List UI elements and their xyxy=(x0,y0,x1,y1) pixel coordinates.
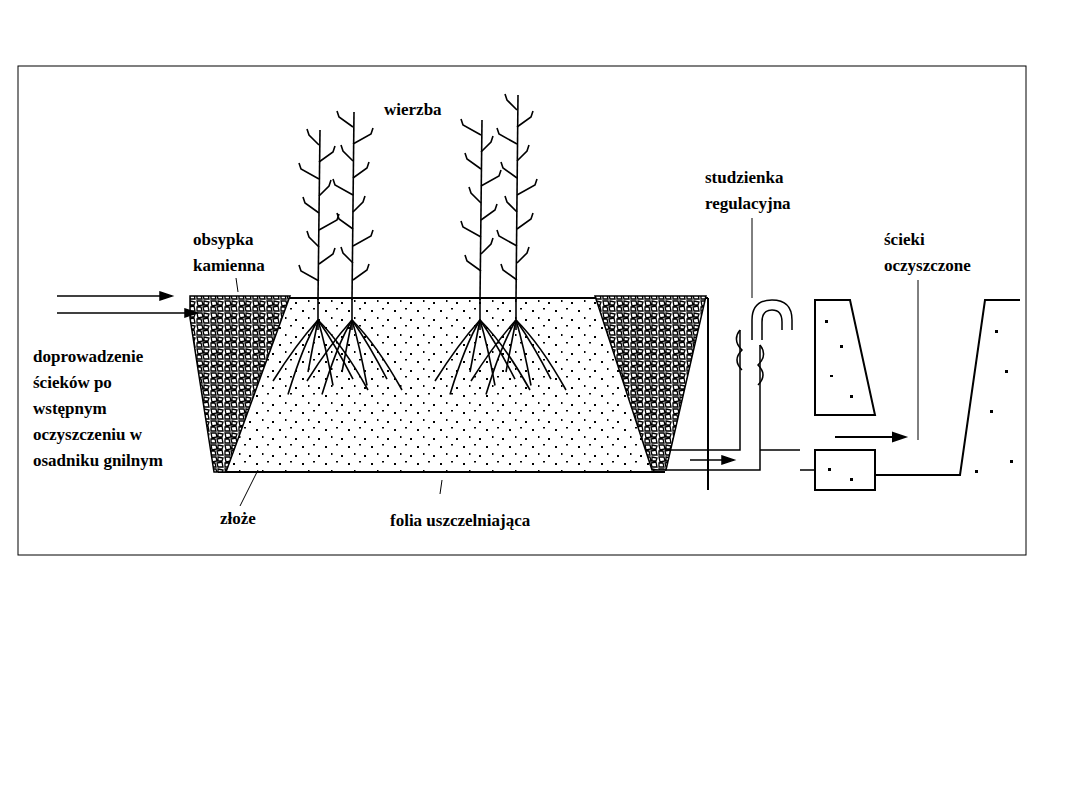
inlet-arrows xyxy=(57,292,197,317)
stone-fill-left xyxy=(190,296,290,472)
leader-lines xyxy=(236,218,918,506)
speckles xyxy=(825,320,1013,481)
part-label: folia uszczelniająca xyxy=(390,508,590,534)
part-label: złoże xyxy=(220,506,290,532)
part-label: studzienka regulacyjna xyxy=(705,165,845,217)
part-label: ścieki oczyszczone xyxy=(884,227,1004,279)
frame xyxy=(18,66,1026,555)
part-label: obsypka kamienna xyxy=(193,227,303,279)
willow-trees xyxy=(273,94,566,395)
inlet-label: doprowadzenie ścieków po wstępnym oczysz… xyxy=(33,344,181,474)
stone-fill-right xyxy=(595,296,706,470)
plant-label: wierzba xyxy=(384,97,504,123)
control-well xyxy=(665,300,815,490)
